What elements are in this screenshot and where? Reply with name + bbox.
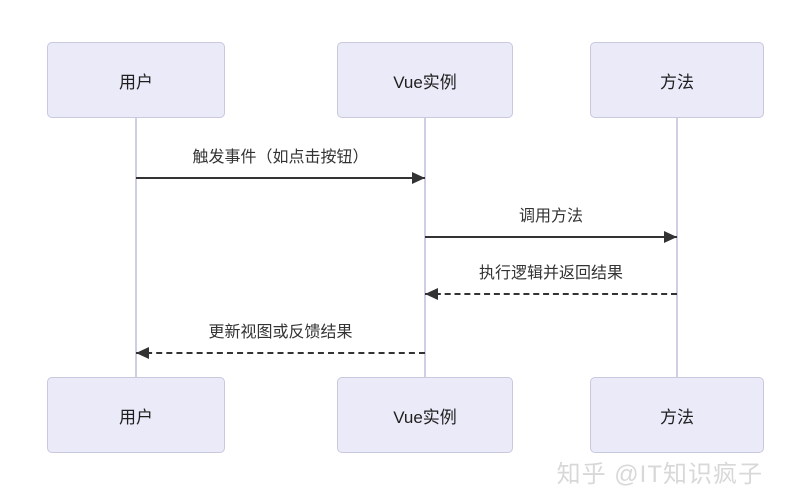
message-line-solid	[136, 177, 425, 179]
message-label: 执行逻辑并返回结果	[478, 265, 623, 282]
message-label: 调用方法	[518, 208, 583, 225]
lifeline-method	[676, 118, 678, 377]
actor-box-vue-instance-bottom: Vue实例	[337, 377, 513, 453]
actor-box-method-top: 方法	[590, 42, 764, 118]
actor-label-method: 方法	[660, 407, 694, 427]
message-trigger-event: 触发事件（如点击按钮）	[136, 147, 425, 185]
actor-box-user-top: 用户	[47, 42, 225, 118]
actor-box-user-bottom: 用户	[47, 377, 225, 453]
message-line-solid	[425, 236, 677, 238]
message-label: 触发事件（如点击按钮）	[192, 149, 369, 166]
message-line-dashed	[425, 293, 677, 295]
actor-label-vue-instance: Vue实例	[393, 407, 457, 427]
message-execute-return: 执行逻辑并返回结果	[425, 263, 677, 301]
actor-label-user: 用户	[119, 72, 153, 92]
message-line-row	[136, 171, 425, 185]
arrowhead-right-icon	[412, 172, 425, 184]
message-label: 更新视图或反馈结果	[208, 324, 353, 341]
zhihu-watermark: 知乎 @IT知识疯子	[556, 461, 763, 488]
lifeline-vue-instance	[424, 118, 426, 377]
actor-label-vue-instance: Vue实例	[393, 72, 457, 92]
actor-label-user: 用户	[119, 407, 153, 427]
arrowhead-left-icon	[136, 347, 149, 359]
message-line-row	[136, 346, 425, 360]
arrowhead-left-icon	[425, 288, 438, 300]
message-call-method: 调用方法	[425, 206, 677, 244]
arrowhead-right-icon	[664, 231, 677, 243]
lifeline-user	[135, 118, 137, 377]
message-update-view: 更新视图或反馈结果	[136, 322, 425, 360]
actor-label-method: 方法	[660, 72, 694, 92]
message-line-row	[425, 287, 677, 301]
message-line-row	[425, 230, 677, 244]
actor-box-vue-instance-top: Vue实例	[337, 42, 513, 118]
message-line-dashed	[136, 352, 425, 354]
actor-box-method-bottom: 方法	[590, 377, 764, 453]
